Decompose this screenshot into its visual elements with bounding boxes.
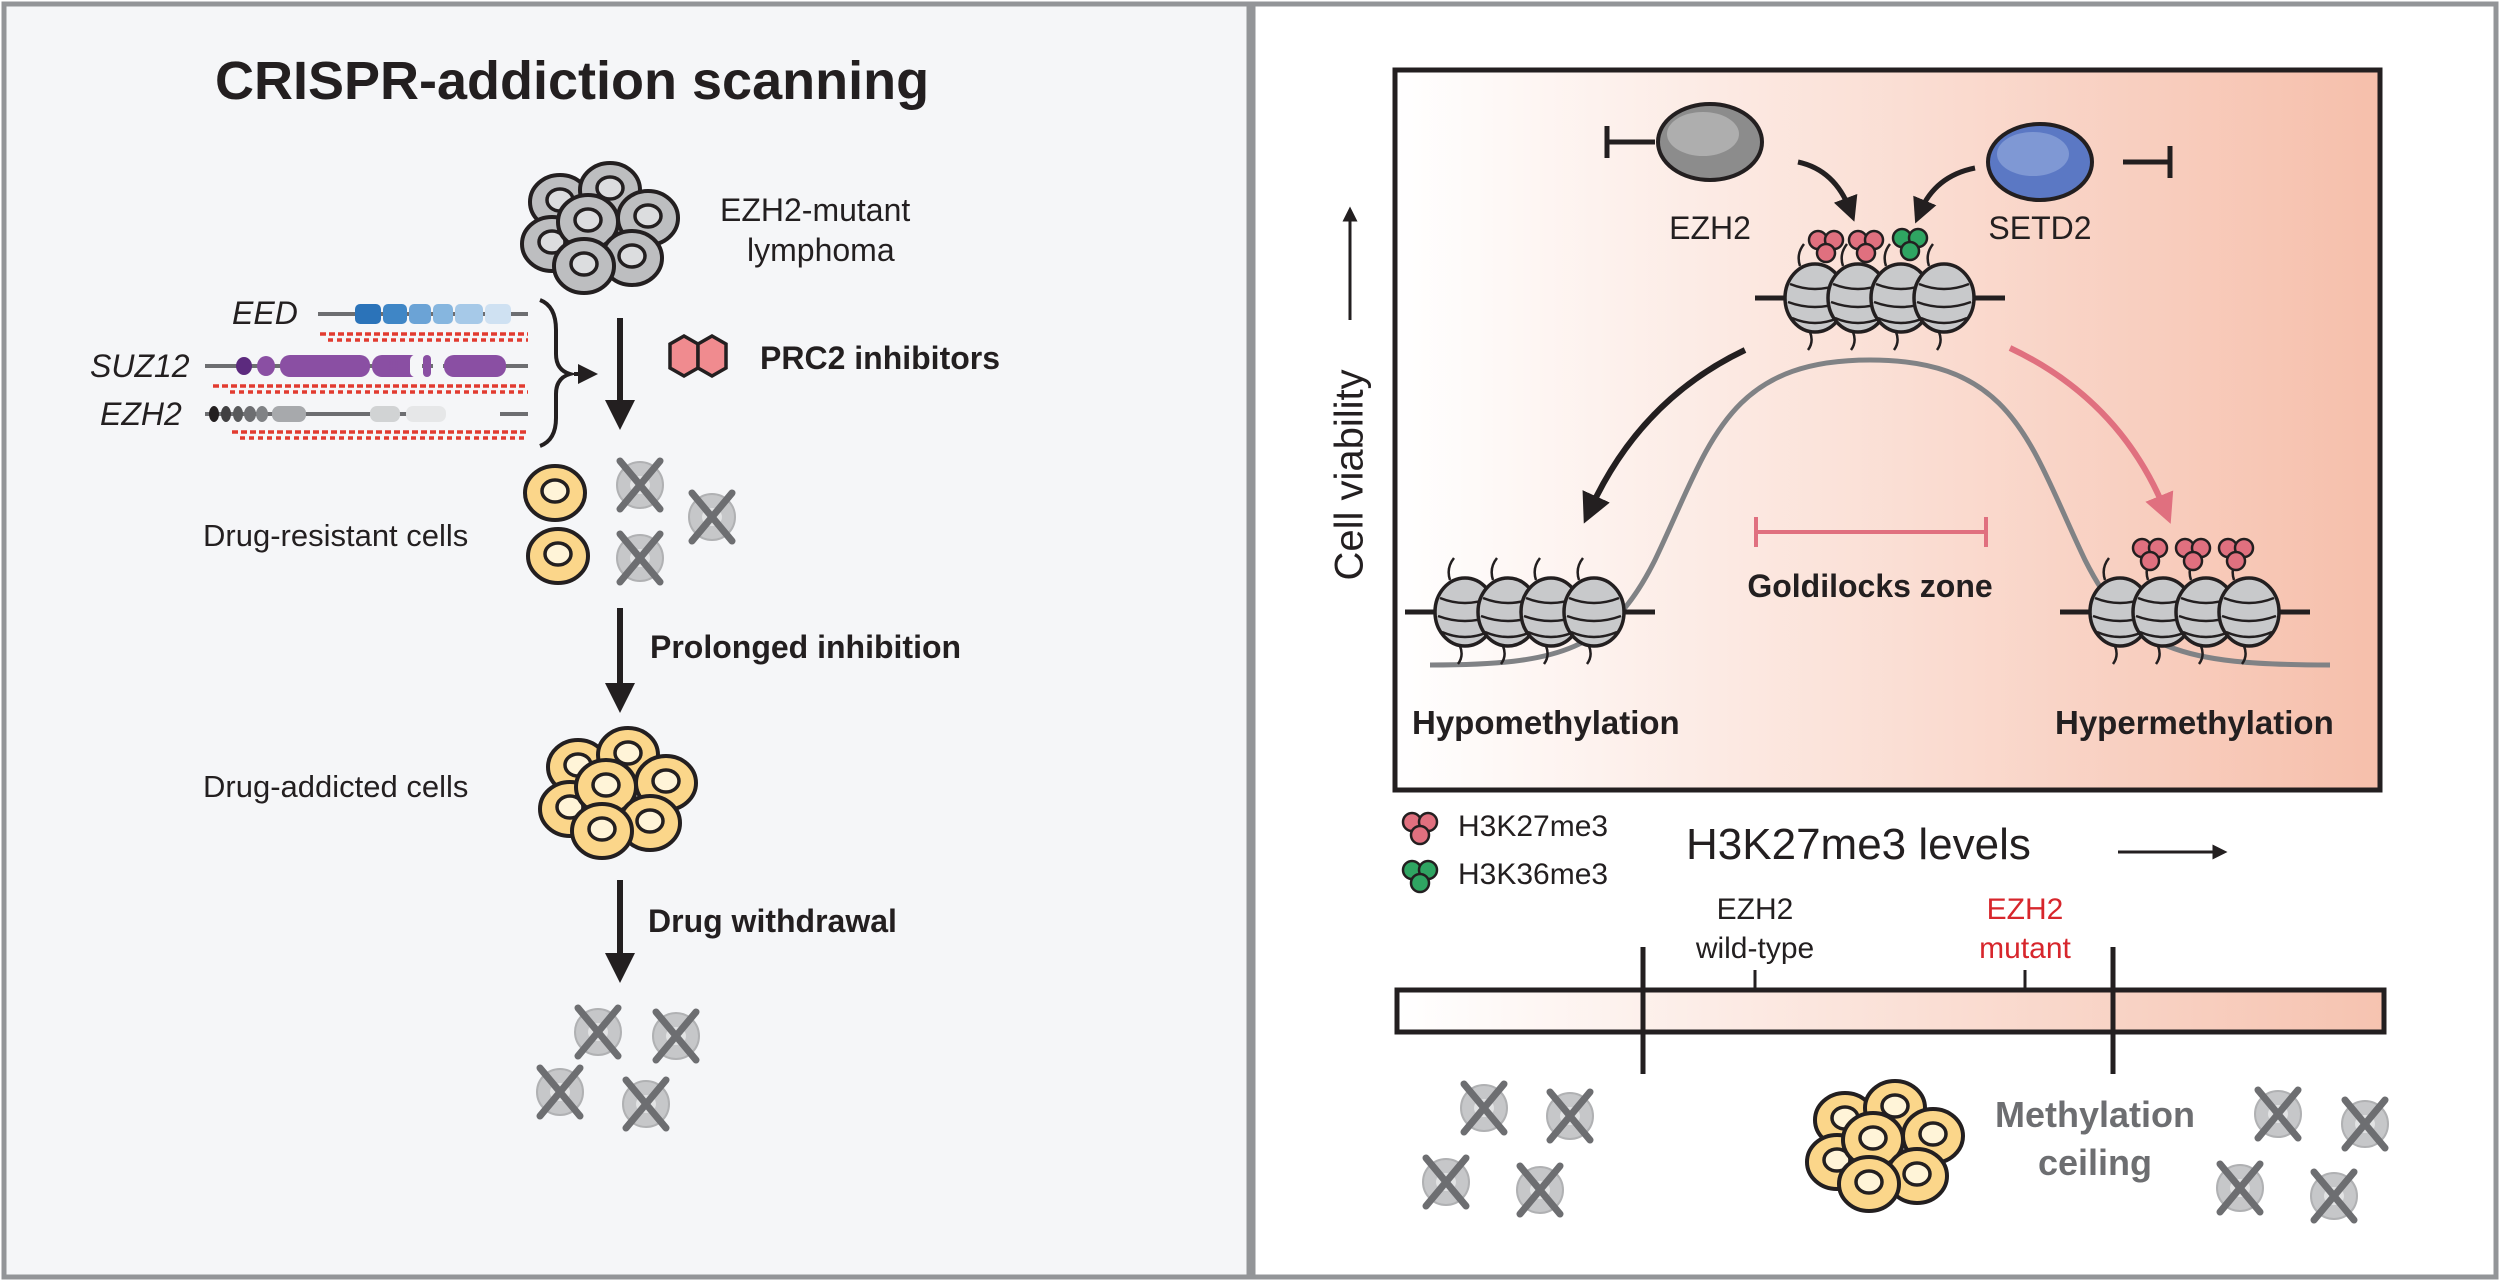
dead-cell bbox=[537, 1068, 583, 1116]
inhibitor-icon bbox=[668, 333, 728, 379]
setd2-arrow bbox=[1913, 165, 1976, 224]
left-panel-title: CRISPR-addiction scanning bbox=[215, 51, 930, 111]
dead-cell bbox=[623, 1080, 669, 1128]
y-axis-label: Cell viability bbox=[1327, 369, 1372, 581]
dead-cell bbox=[1547, 1092, 1593, 1140]
hypomethylation-label: Hypomethylation bbox=[1412, 704, 1680, 741]
resistant-label: Drug-resistant cells bbox=[203, 518, 469, 553]
ezh2-enzyme-label: EZH2 bbox=[1669, 210, 1751, 246]
addicted-label: Drug-addicted cells bbox=[203, 769, 469, 804]
viability-box bbox=[1392, 67, 2383, 793]
ezh2-gene-track bbox=[205, 406, 528, 440]
dead-cell bbox=[2311, 1172, 2357, 1220]
dead-cell bbox=[2255, 1090, 2301, 1138]
setd2-enzyme-label: SETD2 bbox=[1988, 210, 2092, 246]
gene-brace bbox=[539, 298, 578, 448]
hypo-arrow bbox=[1582, 347, 1747, 524]
resistant-cell bbox=[526, 527, 590, 585]
mutant-label-line2: mutant bbox=[1979, 932, 2071, 965]
legend-h3k36me3-label: H3K36me3 bbox=[1458, 858, 1609, 891]
goldilocks-label: Goldilocks zone bbox=[1747, 568, 1993, 604]
ceiling-label-line2: ceiling bbox=[2037, 1142, 2153, 1183]
resistant-cell bbox=[523, 464, 587, 522]
dead-cell bbox=[617, 534, 663, 582]
ceiling-label-line1: Methylation bbox=[1994, 1094, 2195, 1135]
setd2-enzyme bbox=[1986, 122, 2173, 202]
hypermethylation-label: Hypermethylation bbox=[2055, 704, 2334, 741]
eed-gene-track bbox=[318, 304, 528, 342]
gene-label-suz12: SUZ12 bbox=[90, 348, 190, 384]
wild-type-label-line1: EZH2 bbox=[1716, 893, 1794, 926]
dead-cell bbox=[2342, 1100, 2388, 1148]
withdrawal-label: Drug withdrawal bbox=[648, 903, 897, 939]
dead-cell bbox=[1423, 1158, 1469, 1206]
hyper-arrow bbox=[2008, 345, 2174, 524]
methylation-bar bbox=[1394, 987, 2387, 1035]
ezh2-enzyme bbox=[1604, 102, 1764, 182]
gene-label-eed: EED bbox=[232, 295, 298, 331]
dead-cell bbox=[575, 1008, 621, 1056]
suz12-gene-track bbox=[205, 355, 528, 394]
dead-cell bbox=[1461, 1084, 1507, 1132]
wild-type-label-line2: wild-type bbox=[1695, 932, 1815, 965]
ezh2-arrow bbox=[1797, 159, 1858, 222]
dead-cell bbox=[617, 461, 663, 509]
inhibitor-label: PRC2 inhibitors bbox=[760, 340, 1001, 376]
mutant-label-line1: EZH2 bbox=[1986, 893, 2064, 926]
dead-cell bbox=[1517, 1166, 1563, 1214]
dead-cell bbox=[653, 1012, 699, 1060]
dead-cell bbox=[689, 493, 735, 541]
legend-h3k27me3-label: H3K27me3 bbox=[1458, 810, 1609, 843]
lymphoma-label-line2: lymphoma bbox=[747, 232, 895, 268]
x-axis-label: H3K27me3 levels bbox=[1686, 820, 2031, 869]
goldilocks-range bbox=[1754, 517, 1988, 547]
prolonged-label: Prolonged inhibition bbox=[650, 629, 962, 665]
lymphoma-label-line1: EZH2-mutant bbox=[720, 192, 911, 228]
gene-label-ezh2: EZH2 bbox=[100, 396, 182, 432]
